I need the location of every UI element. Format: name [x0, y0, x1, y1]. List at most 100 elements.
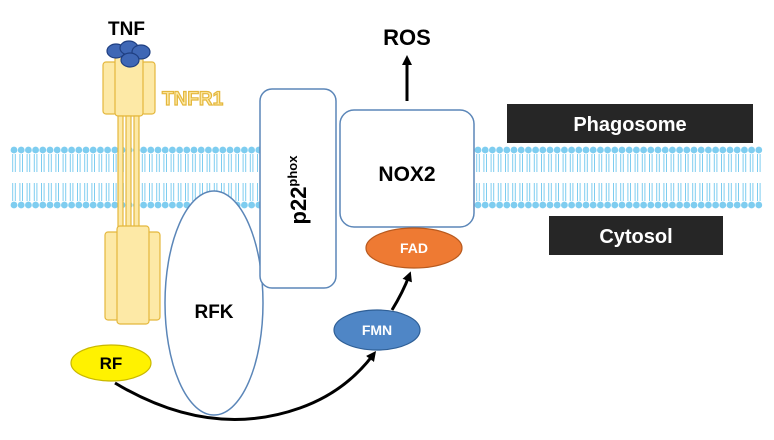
lipid-head — [539, 201, 547, 209]
lipid-head — [517, 201, 525, 209]
lipid-head — [61, 146, 68, 154]
tnf-trimer — [106, 40, 151, 68]
lipid-head — [661, 201, 669, 209]
lipid-head — [748, 201, 755, 209]
tnfr1-helix-1 — [117, 115, 124, 231]
lipid-head — [755, 146, 763, 154]
fmn-to-fad-arrow — [390, 271, 412, 311]
lipid-head — [611, 146, 619, 154]
lipid-head — [553, 201, 561, 209]
lipid-head — [481, 201, 489, 209]
lipid-head — [726, 146, 734, 154]
lipid-head — [525, 201, 532, 209]
lipid-head — [97, 201, 104, 209]
lipid-head — [568, 201, 575, 209]
lipid-head — [82, 146, 90, 154]
lipid-head — [705, 146, 712, 154]
lipid-head — [161, 201, 169, 209]
lipid-head — [32, 146, 39, 154]
lipid-head — [176, 146, 184, 154]
lipid-head — [503, 146, 511, 154]
lipid-head — [589, 201, 597, 209]
lipid-head — [633, 201, 640, 209]
lipid-head — [233, 146, 241, 154]
cytosol-label: Cytosol — [599, 226, 672, 248]
lipid-head — [712, 146, 719, 154]
lipid-head — [212, 146, 220, 154]
lipid-head — [219, 146, 227, 154]
lipid-head — [248, 201, 256, 209]
lipid-head — [582, 201, 590, 209]
p22phox-label-base: p22 — [286, 187, 311, 225]
lipid-head — [111, 146, 119, 154]
lipid-head — [89, 146, 97, 154]
lipid-head — [61, 201, 68, 209]
lipid-head — [705, 201, 712, 209]
lipid-head — [474, 201, 482, 209]
lipid-head — [568, 146, 575, 154]
lipid-head — [248, 146, 256, 154]
lipid-head — [561, 201, 568, 209]
rf-label: RF — [100, 354, 123, 373]
lipid-head — [582, 146, 590, 154]
lipid-head — [661, 146, 669, 154]
lipid-head — [539, 146, 547, 154]
lipid-head — [690, 201, 698, 209]
lipid-head — [719, 146, 727, 154]
lipid-head — [625, 146, 633, 154]
lipid-head — [17, 201, 25, 209]
lipid-head — [575, 146, 583, 154]
tnfr1-lower-center-subunit — [116, 225, 150, 325]
lipid-head — [169, 201, 176, 209]
lipid-head — [82, 201, 90, 209]
lipid-head — [503, 201, 511, 209]
lipid-head — [140, 201, 148, 209]
lipid-head — [726, 201, 734, 209]
lipid-head — [104, 146, 111, 154]
lipid-head — [154, 146, 162, 154]
rf-molecule — [70, 344, 152, 382]
lipid-head — [676, 201, 683, 209]
lipid-head — [697, 201, 705, 209]
lipid-head — [733, 146, 741, 154]
lipid-head — [532, 201, 539, 209]
lipid-head — [32, 201, 39, 209]
lipid-head — [97, 146, 104, 154]
lipid-head — [68, 146, 75, 154]
nox2-label: NOX2 — [378, 163, 435, 186]
phagosome-box — [507, 104, 753, 143]
lipid-head — [618, 146, 626, 154]
lipid-head — [10, 146, 18, 154]
lipid-head — [611, 201, 619, 209]
lipid-head — [683, 201, 691, 209]
lipid-head — [190, 146, 198, 154]
tnfr1-helix-2 — [125, 115, 132, 231]
lipid-head — [25, 146, 32, 154]
lipid-head — [481, 146, 489, 154]
lipid-head — [553, 146, 561, 154]
fad-label: FAD — [400, 240, 428, 256]
fmn-molecule — [333, 309, 421, 351]
rfk-protein — [164, 190, 264, 416]
lipid-head — [669, 201, 676, 209]
lipid-head — [647, 146, 655, 154]
nox2-protein — [339, 109, 475, 228]
lipid-head — [46, 146, 54, 154]
tnf-label: TNF — [108, 19, 145, 40]
lipid-head — [53, 201, 61, 209]
lipid-head — [625, 201, 633, 209]
lipid-head — [546, 146, 554, 154]
lipid-head — [712, 201, 719, 209]
lipid-head — [197, 146, 205, 154]
lipid-head — [154, 201, 162, 209]
lipid-head — [75, 201, 83, 209]
lipid-head — [654, 146, 662, 154]
lipid-head — [111, 201, 119, 209]
lipid-head — [510, 146, 518, 154]
lipid-head — [39, 146, 47, 154]
lipid-head — [719, 201, 727, 209]
lipid-head — [68, 201, 75, 209]
lipid-head — [25, 201, 32, 209]
tnf-subunit-bottom — [120, 52, 140, 68]
